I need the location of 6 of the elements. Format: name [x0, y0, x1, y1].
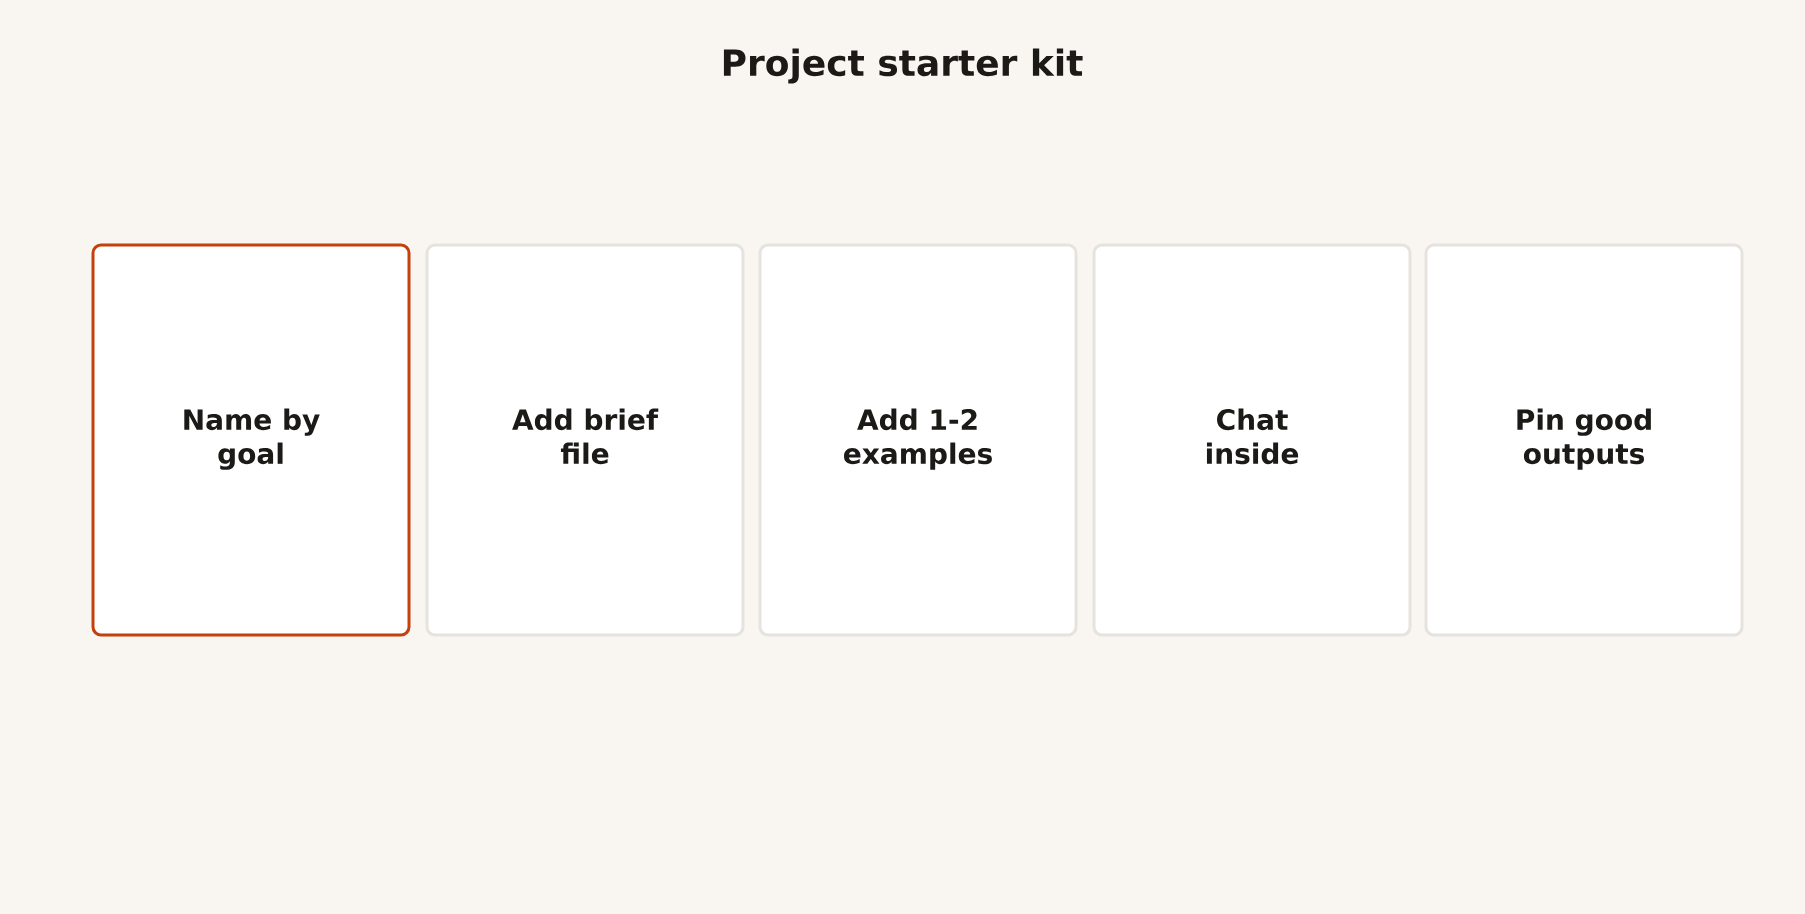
- card: Add 1-2 examples: [758, 243, 1078, 637]
- title: Project starter kit: [723, 48, 1083, 84]
- card: Chat inside: [1092, 243, 1412, 637]
- highlighted-card: Name by goal: [91, 243, 411, 637]
- card: Add brief file: [425, 243, 745, 637]
- card: Pin good outputs: [1424, 243, 1744, 637]
